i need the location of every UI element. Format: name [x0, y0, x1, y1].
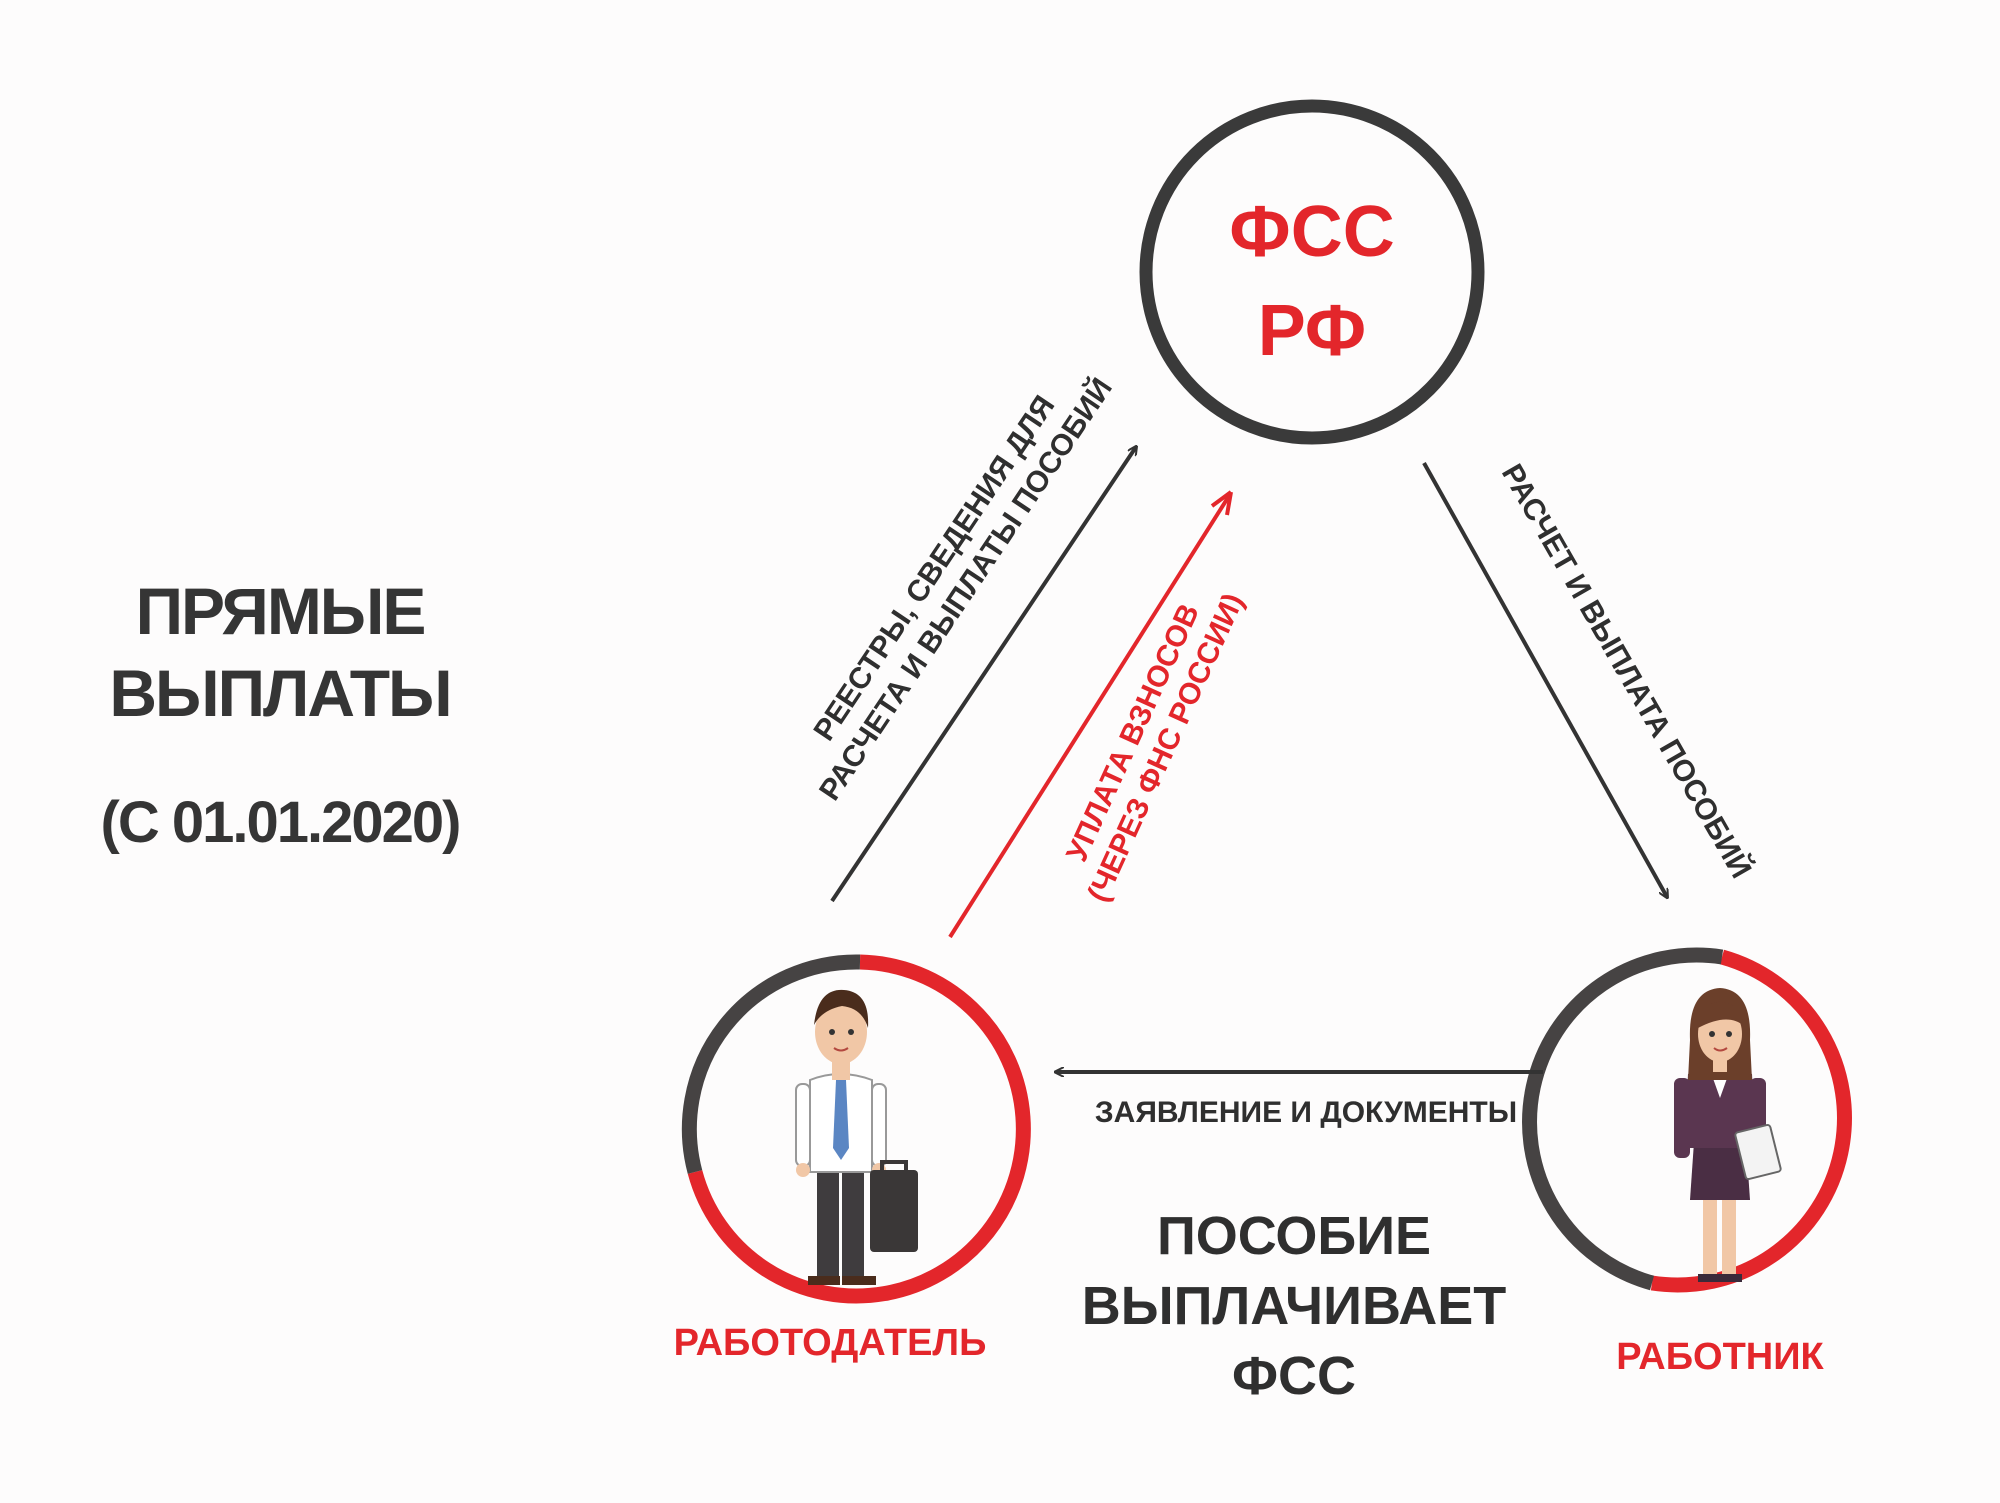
employee-label: РАБОТНИК — [1616, 1336, 1824, 1378]
edge-fss-to-employee: РАСЧЕТ И ВЫПЛАТА ПОСОБИЙ — [1422, 458, 1759, 897]
employer-label: РАБОТОДАТЕЛЬ — [674, 1322, 987, 1364]
edge-employee-to-employer: ЗАЯВЛЕНИЕ И ДОКУМЕНТЫ — [1056, 1072, 1543, 1129]
title-line-1: ПРЯМЫЕ — [135, 574, 427, 648]
diagram-title: ПРЯМЫЕ ВЫПЛАТЫ (С 01.01.2020) — [30, 570, 530, 858]
title-line-2: ВЫПЛАТЫ — [109, 656, 452, 730]
fss-label-line-2: РФ — [1258, 291, 1367, 371]
businesswoman-icon — [1674, 988, 1782, 1282]
benefits-label: РАСЧЕТ И ВЫПЛАТА ПОСОБИЙ — [1495, 458, 1759, 884]
fss-label-line-1: ФСС — [1229, 192, 1394, 272]
application-label: ЗАЯВЛЕНИЕ И ДОКУМЕНТЫ — [1095, 1096, 1517, 1129]
center-note-line-1: ПОСОБИЕ — [1157, 1206, 1431, 1266]
fss-node: ФСС РФ — [1139, 99, 1485, 445]
docs-label-line-1: РЕЕСТРЫ, СВЕДЕНИЯ ДЛЯ — [808, 390, 1062, 747]
businessman-icon — [795, 989, 918, 1285]
arrow-docs — [830, 447, 1136, 903]
employer-node: РАБОТОДАТЕЛЬ — [674, 954, 1031, 1364]
arrow-benefits — [1422, 462, 1667, 897]
center-note: ПОСОБИЕ ВЫПЛАЧИВАЕТ ФСС — [1082, 1206, 1507, 1406]
employer-ring-dark — [681, 954, 861, 1174]
employee-ring-dark — [1522, 947, 1724, 1291]
employee-node: РАБОТНИК — [1522, 947, 1852, 1378]
center-note-line-2: ВЫПЛАЧИВАЕТ — [1082, 1276, 1507, 1336]
arrow-payment-head — [1210, 490, 1233, 516]
fss-circle — [1139, 99, 1485, 445]
arrow-payment — [948, 494, 1231, 939]
employer-ring-red — [687, 954, 1031, 1304]
title-date: (С 01.01.2020) — [100, 790, 462, 855]
center-note-line-3: ФСС — [1232, 1346, 1356, 1406]
